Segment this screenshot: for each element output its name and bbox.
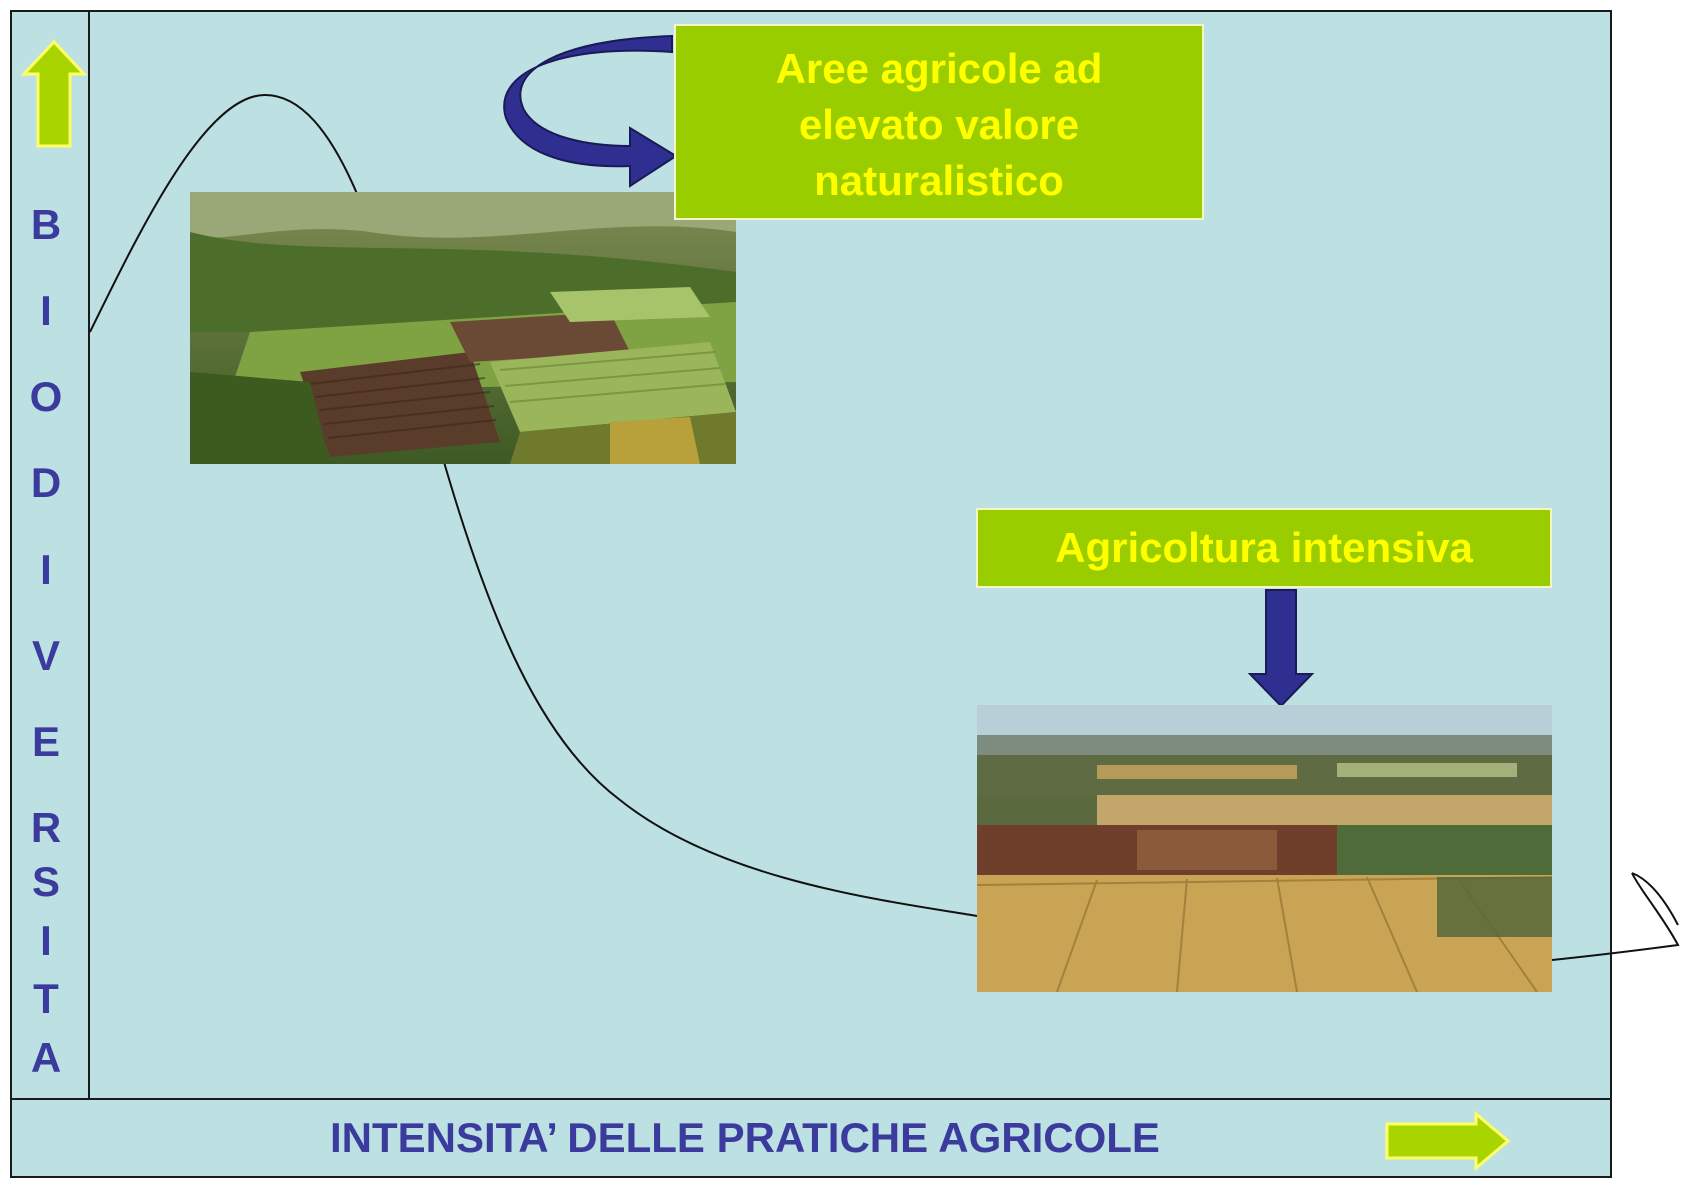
y-axis-letter: O: [29, 373, 63, 420]
y-axis-lane: [10, 10, 90, 1098]
y-axis-letter: I: [40, 917, 52, 964]
down-arrow-icon: [1247, 589, 1315, 708]
y-axis-letter: D: [30, 459, 62, 506]
label-intensive-agriculture: Agricoltura intensiva: [976, 508, 1552, 588]
biodiversity-curve-tail: [1551, 872, 1680, 961]
curved-arrow-icon: [503, 34, 678, 188]
label-high-nature-value: Aree agricole ad elevato valore naturali…: [674, 24, 1204, 220]
biodiversity-curve: [89, 93, 359, 333]
x-axis-right-arrow-icon: [1385, 1110, 1511, 1172]
y-axis-letter: V: [31, 632, 60, 679]
photo-intensive-plain: [977, 705, 1552, 992]
y-axis-letter: B: [30, 201, 62, 248]
label-high-nature-value-line-3: naturalistico: [814, 157, 1064, 204]
curve-tail-outline: [1631, 872, 1679, 926]
y-axis-up-arrow-icon: [20, 39, 88, 148]
label-high-nature-value-line-1: Aree agricole ad: [775, 45, 1103, 92]
y-axis-letter: A: [30, 1034, 62, 1081]
y-axis-letter: I: [40, 546, 52, 593]
y-axis-letter: S: [31, 858, 60, 905]
biodiversity-curve-lower: [443, 461, 978, 917]
y-axis-letter: E: [31, 718, 60, 765]
photo-terraced-fields: [190, 192, 736, 464]
label-high-nature-value-line-2: elevato valore: [798, 101, 1080, 148]
y-axis-letter: I: [40, 287, 52, 334]
y-axis-letter: R: [30, 804, 62, 851]
x-axis-label: INTENSITA’ DELLE PRATICHE AGRICOLE: [330, 1114, 1160, 1161]
y-axis-letter: T: [33, 975, 59, 1022]
x-axis-lane: [10, 1098, 1612, 1178]
